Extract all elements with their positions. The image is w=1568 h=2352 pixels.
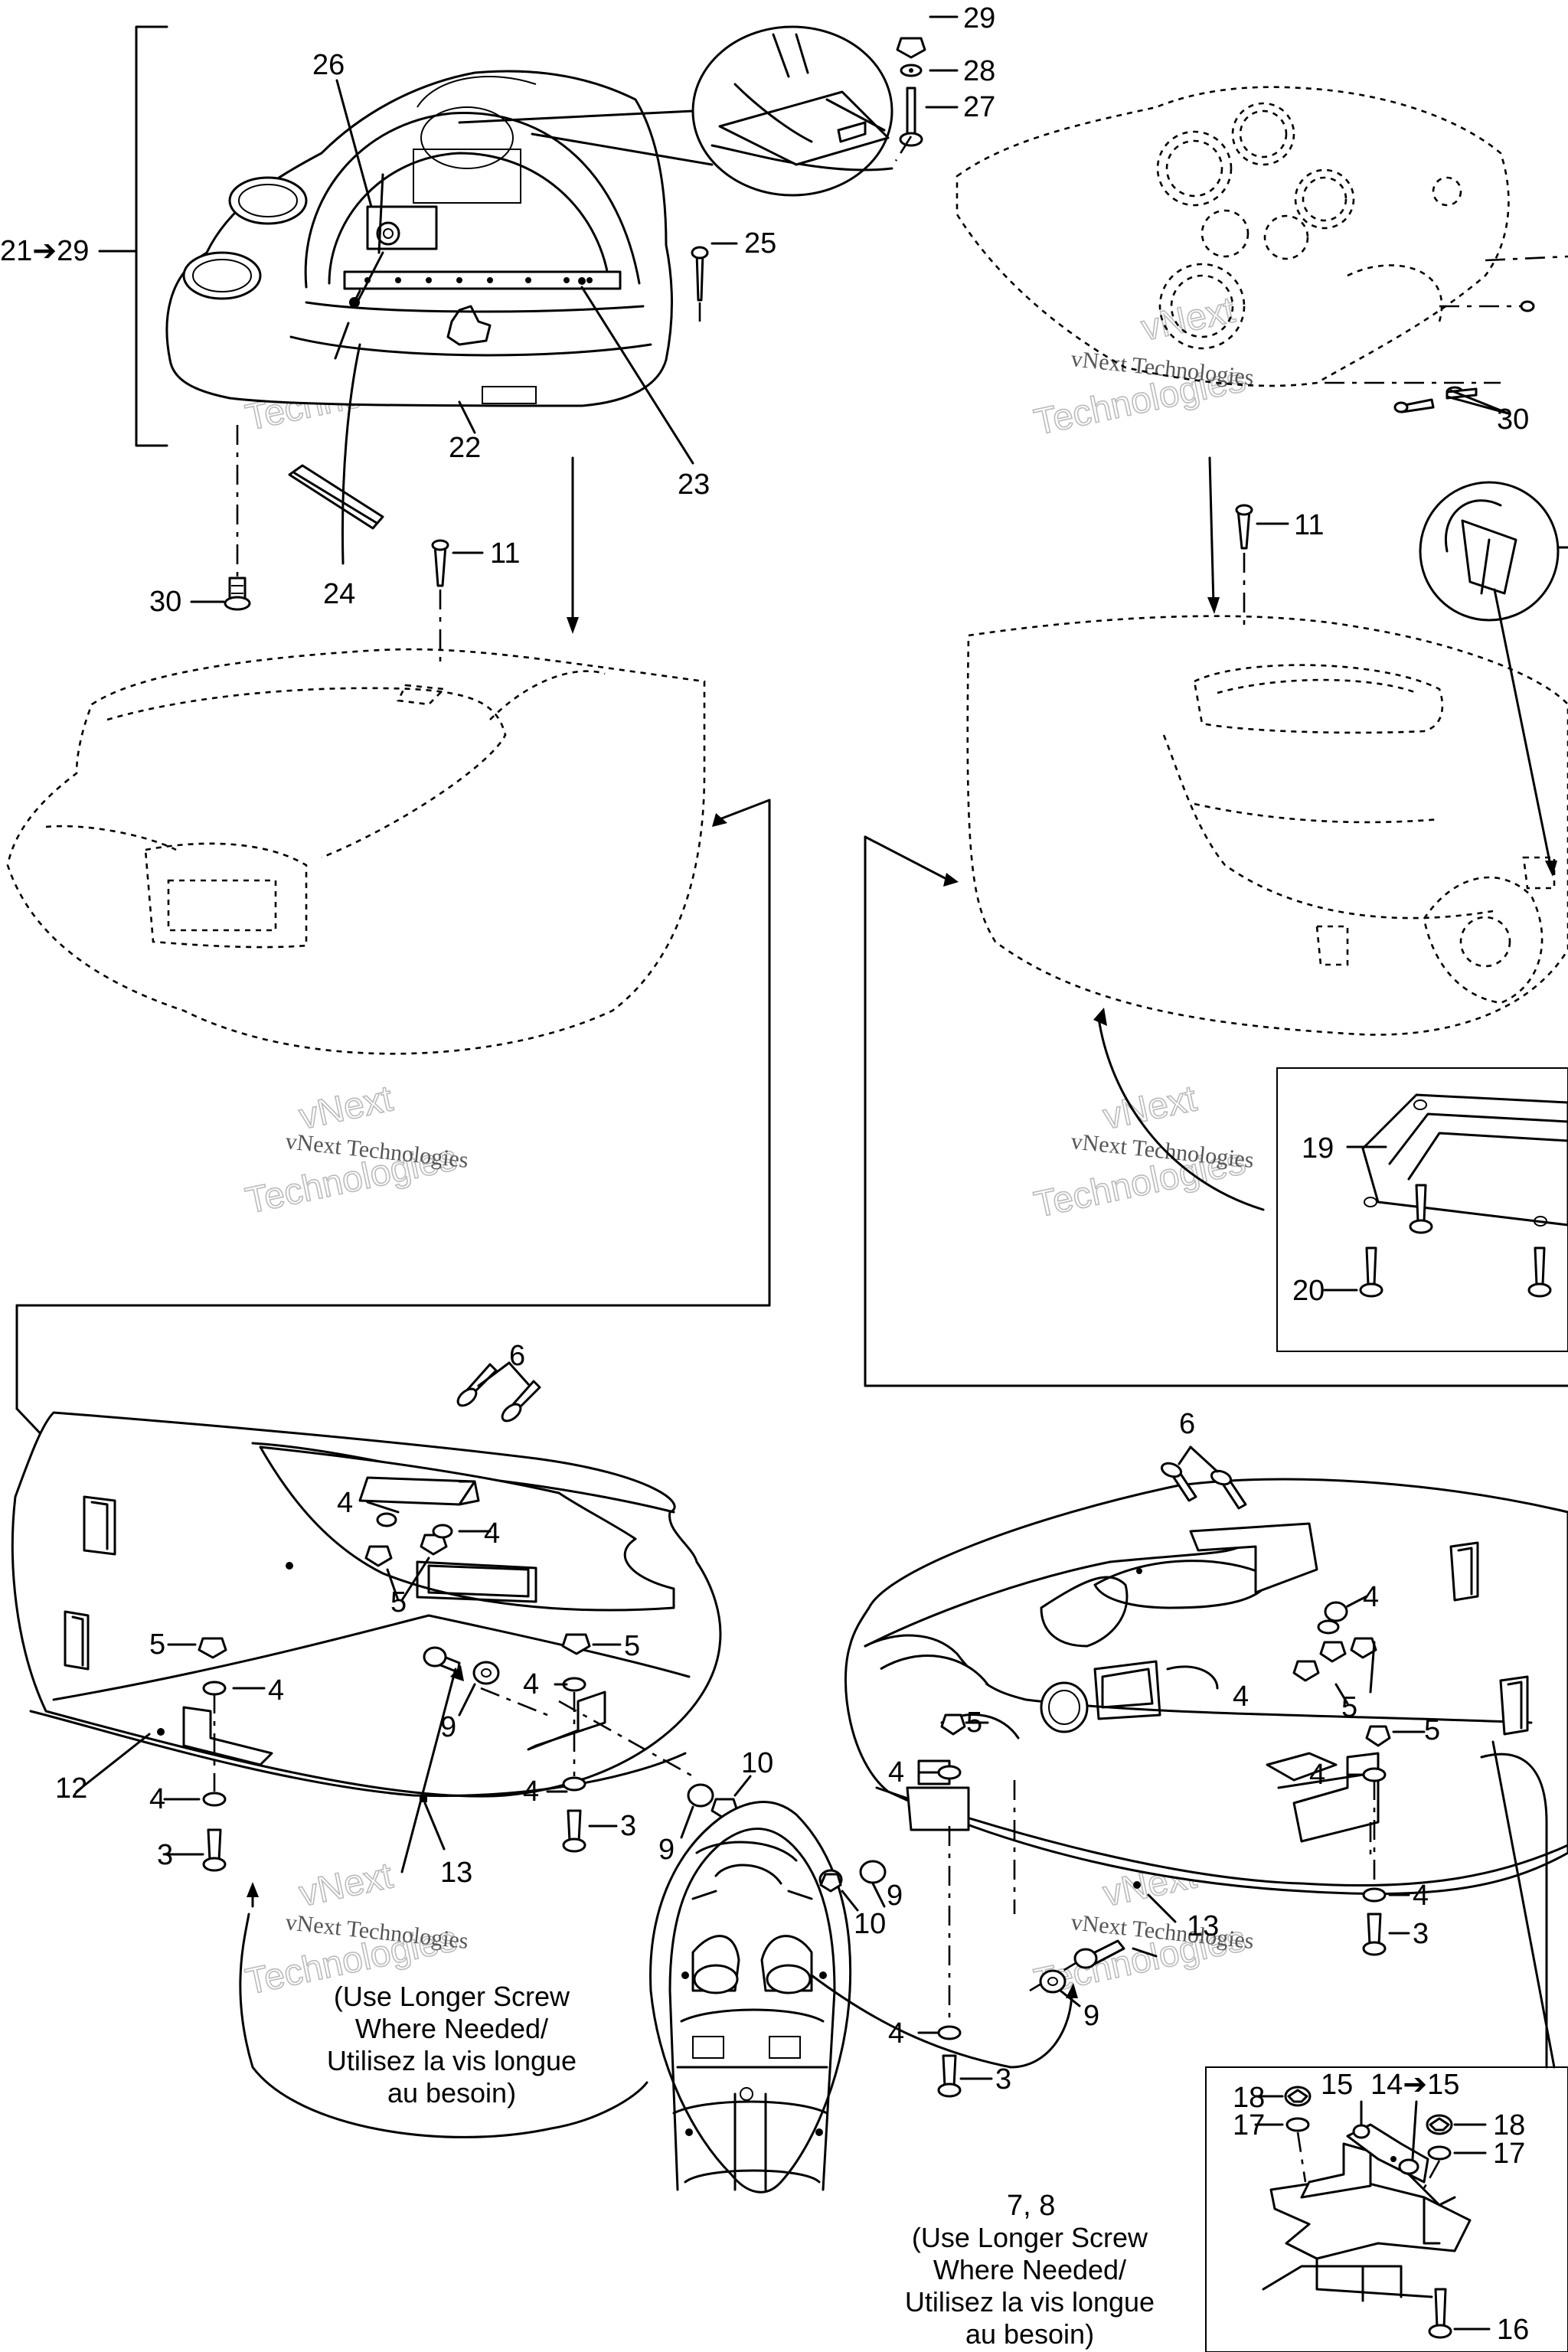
callouts-top-left: 29 28 27 26 25 21➔29 22 23 24 30 11 xyxy=(0,2,995,618)
callout-23: 23 xyxy=(678,469,710,501)
callouts-bottom-right: 6 5 4 4 4 5 5 4 4 3 9 10 13 4 3 9 7, 8 xyxy=(854,1408,1440,2222)
rivet-25 xyxy=(695,251,704,302)
callout-9-a: 9 xyxy=(440,1711,456,1743)
callout-4-h: 4 xyxy=(1363,1581,1379,1613)
note-right-line-3: Utilisez la vis longue xyxy=(905,2286,1155,2318)
hull-assembly-left xyxy=(11,1411,722,1802)
callout-19: 19 xyxy=(1302,1132,1334,1165)
glovebox-arch xyxy=(304,112,641,289)
callout-3-c: 3 xyxy=(1413,1918,1429,1950)
svg-text:vNext: vNext xyxy=(1138,289,1238,348)
note-right-line-1: (Use Longer Screw xyxy=(912,2222,1148,2253)
detail-zoom-circle-right xyxy=(1419,481,1560,622)
screw-27 xyxy=(906,87,916,138)
callout-6-left: 6 xyxy=(509,1340,525,1372)
note-left-line-2: Where Needed/ xyxy=(355,2013,548,2044)
callout-22: 22 xyxy=(449,432,481,464)
callout-27: 27 xyxy=(963,91,995,123)
callout-4-j: 4 xyxy=(1309,1759,1325,1791)
callout-4-l: 4 xyxy=(888,2017,904,2050)
callout-4-d: 4 xyxy=(149,1783,165,1815)
callout-5-f: 5 xyxy=(1424,1714,1440,1746)
callout-5-e: 5 xyxy=(1341,1691,1357,1723)
hull-outline-left xyxy=(6,648,771,1441)
screw-11 xyxy=(433,544,447,587)
note-left-line-3: Utilisez la vis longue xyxy=(327,2045,577,2076)
panel-26 xyxy=(366,205,438,250)
callout-6-right: 6 xyxy=(1179,1408,1195,1440)
svg-text:vNext: vNext xyxy=(1099,1078,1200,1137)
callout-17-b: 17 xyxy=(1493,2138,1525,2170)
callout-24: 24 xyxy=(323,578,355,610)
callout-11: 11 xyxy=(490,537,520,570)
callout-4-c: 4 xyxy=(268,1674,284,1707)
callout-15: 15 xyxy=(1321,2069,1353,2101)
callout-14-15: 14➔15 xyxy=(1370,2069,1459,2101)
detail-box-19-20 xyxy=(1276,1067,1568,1352)
callout-21-29: 21➔29 xyxy=(0,235,89,267)
callout-25: 25 xyxy=(744,227,776,260)
callout-30: 30 xyxy=(149,586,181,618)
callout-11-right: 11 xyxy=(1294,509,1324,541)
note-right-line-2: Where Needed/ xyxy=(933,2254,1126,2285)
callout-3-d: 3 xyxy=(995,2063,1011,2096)
callout-30-right: 30 xyxy=(1497,403,1529,436)
boat-top-view xyxy=(649,1801,1078,2194)
svg-text:vNext: vNext xyxy=(296,1078,396,1137)
hinge-strip xyxy=(343,270,622,290)
note-left-line-1: (Use Longer Screw xyxy=(334,1981,570,2012)
callout-20: 20 xyxy=(1292,1275,1325,1307)
note-left-line-4: au besoin) xyxy=(387,2077,516,2109)
callout-26: 26 xyxy=(312,49,345,81)
callout-18-a: 18 xyxy=(1233,2082,1265,2114)
callouts-bottom-left: 6 4 4 5 5 4 4 3 12 13 9 5 4 4 3 9 10 xyxy=(55,1340,773,1889)
callout-10-b: 10 xyxy=(854,1908,886,1940)
callout-7-8: 7, 8 xyxy=(1007,2190,1055,2222)
callout-16: 16 xyxy=(1497,2314,1529,2346)
callout-18-b: 18 xyxy=(1493,2109,1525,2141)
callout-17-a: 17 xyxy=(1233,2109,1265,2141)
callout-13-right: 13 xyxy=(1187,1910,1219,1942)
callout-12: 12 xyxy=(55,1772,87,1805)
group-bracket xyxy=(135,25,168,447)
note-right: (Use Longer Screw Where Needed/ Utilisez… xyxy=(905,2222,1155,2350)
callout-28: 28 xyxy=(963,55,995,87)
callout-9-c: 9 xyxy=(887,1880,903,1912)
svg-text:vNext: vNext xyxy=(296,1855,396,1914)
callout-4-k: 4 xyxy=(1413,1880,1429,1912)
screw-11-right xyxy=(1236,508,1251,550)
callout-4-i: 4 xyxy=(1233,1681,1249,1713)
fasteners-bottom-right xyxy=(818,1446,1426,2098)
callout-4-f: 4 xyxy=(523,1775,539,1808)
callout-9-b: 9 xyxy=(658,1834,675,1866)
callout-5-b: 5 xyxy=(149,1628,165,1661)
note-left: (Use Longer Screw Where Needed/ Utilisez… xyxy=(327,1981,577,2109)
callout-5-c: 5 xyxy=(624,1630,640,1662)
callout-13-left: 13 xyxy=(440,1857,472,1889)
console-assembly-left xyxy=(98,15,959,666)
note-right-line-4: au besoin) xyxy=(965,2318,1094,2350)
console-assembly-right: 30 11 xyxy=(864,86,1568,1387)
callout-5-d: 5 xyxy=(966,1707,982,1739)
callout-10-a: 10 xyxy=(741,1747,773,1779)
callout-5-a: 5 xyxy=(390,1586,407,1619)
callout-3-b: 3 xyxy=(620,1810,636,1842)
callout-4-a: 4 xyxy=(337,1487,353,1519)
screw-20 xyxy=(1365,1246,1377,1286)
nut-29 xyxy=(896,37,926,59)
callout-3-a: 3 xyxy=(157,1839,173,1871)
callout-4-b: 4 xyxy=(484,1517,500,1550)
callout-9-d: 9 xyxy=(1083,2000,1099,2032)
callout-29: 29 xyxy=(963,2,995,34)
callout-4-e: 4 xyxy=(523,1668,539,1700)
detail-box-14-18: 18 17 15 14➔15 18 17 16 xyxy=(1205,2066,1568,2352)
callout-4-g: 4 xyxy=(888,1756,904,1788)
